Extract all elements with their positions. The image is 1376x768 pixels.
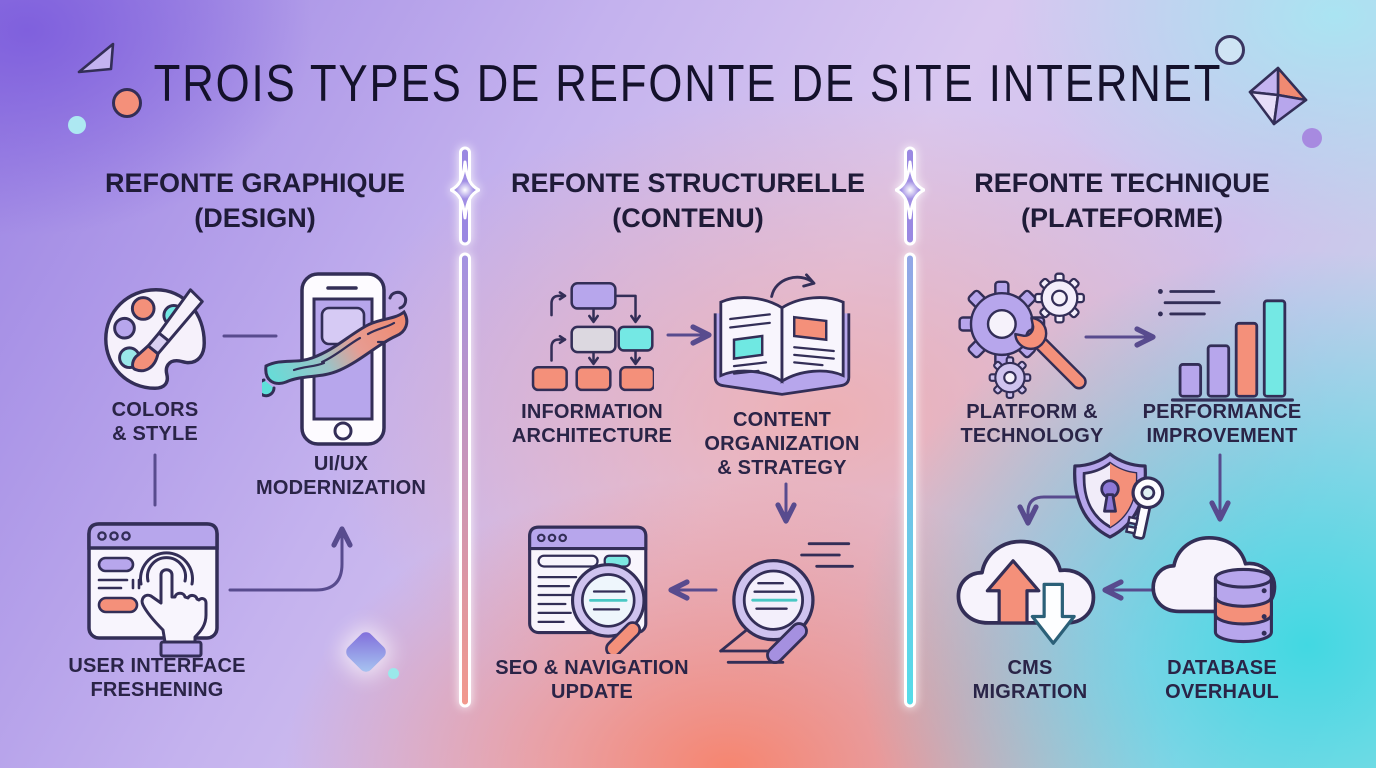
database-icon xyxy=(1213,567,1273,644)
label-platform-technology: PLATFORM & TECHNOLOGY xyxy=(960,401,1104,447)
subheading-text: (CONTENU) xyxy=(612,203,764,233)
label-uiux-modernization: UI/UX MODERNIZATION xyxy=(256,453,426,499)
heading-text: REFONTE GRAPHIQUE xyxy=(104,168,406,198)
subheading-text: (PLATEFORME) xyxy=(1021,203,1223,233)
label-performance-improvement: PERFORMANCE IMPROVEMENT xyxy=(1142,401,1302,447)
flowchart-icon xyxy=(531,281,654,392)
label-cms-migration: CMS MIGRATION xyxy=(972,657,1088,703)
phone-wave-icon xyxy=(262,272,409,446)
column-2-heading: REFONTE STRUCTURELLE (CONTENU) xyxy=(468,166,908,236)
heading-text: REFONTE TECHNIQUE xyxy=(974,168,1270,198)
page-title: TROIS TYPES DE REFONTE DE SITE INTERNET xyxy=(153,53,1223,113)
browser-touch-icon xyxy=(87,522,219,658)
browser-search-icon xyxy=(528,525,648,654)
shield-key-icon xyxy=(1073,452,1165,540)
divider-2 xyxy=(895,146,925,708)
label-user-interface: USER INTERFACE FRESHENING xyxy=(68,655,246,701)
circle-outline-decoration-icon xyxy=(1215,35,1245,65)
search-document-icon xyxy=(719,542,854,664)
column-3-heading: REFONTE TECHNIQUE (PLATEFORME) xyxy=(902,166,1342,236)
cloud-database-icon xyxy=(1151,536,1277,644)
connector-browser-uiux-arrow xyxy=(228,526,353,592)
label-information-architecture: INFORMATION ARCHITECTURE xyxy=(511,401,673,447)
label-content-organization: CONTENT ORGANIZATION & STRATEGY xyxy=(704,409,860,479)
triangle-decoration-icon xyxy=(77,42,115,74)
heading-text: REFONTE STRUCTURELLE xyxy=(511,168,865,198)
salmon-dot-decoration-icon xyxy=(112,88,142,118)
key-icon xyxy=(1124,476,1165,540)
cyan-dot-decoration-icon xyxy=(68,116,86,134)
bar-chart-icon xyxy=(1157,289,1294,402)
subheading-text: (DESIGN) xyxy=(194,203,316,233)
upload-arrow-icon xyxy=(985,559,1041,625)
column-1-heading: REFONTE GRAPHIQUE (DESIGN) xyxy=(35,166,475,236)
purple-dot-decoration-icon xyxy=(1302,128,1322,148)
gear-small-top xyxy=(1033,272,1085,324)
label-database-overhaul: DATABASE OVERHAUL xyxy=(1165,657,1279,703)
label-colors-style: COLORS & STYLE xyxy=(111,399,199,445)
paintbrush-icon xyxy=(131,288,204,373)
kite-decoration-icon xyxy=(1248,66,1308,126)
gradient-diamond-decoration-icon xyxy=(343,629,389,675)
palette-icon xyxy=(104,288,206,390)
small-cyan-dot-decoration-icon xyxy=(388,668,399,679)
download-arrow-icon xyxy=(1030,582,1076,645)
divider-1 xyxy=(450,146,480,708)
cloud-migration-icon xyxy=(956,539,1096,645)
open-book-icon xyxy=(713,273,851,396)
gear-small-bottom xyxy=(988,356,1032,399)
wrench-icon xyxy=(1014,316,1087,390)
label-seo-navigation: SEO & NAVIGATION UPDATE xyxy=(495,657,689,703)
gears-wrench-icon xyxy=(958,272,1087,399)
